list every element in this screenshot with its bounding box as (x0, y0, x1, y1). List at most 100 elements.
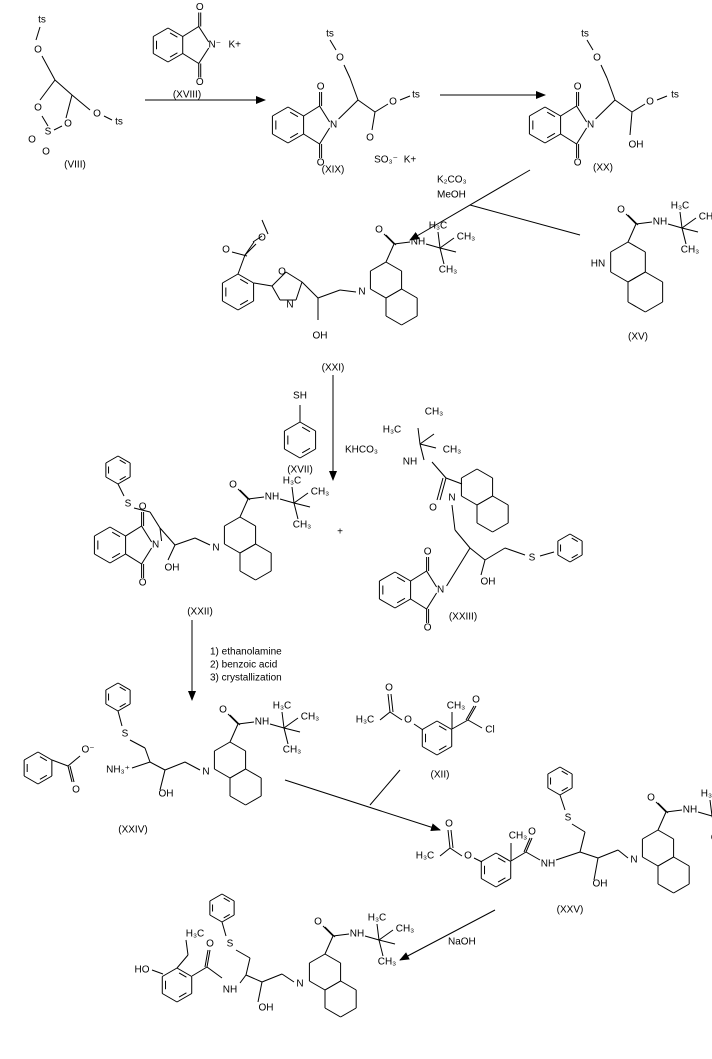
atom-label: CH₃ (378, 957, 397, 968)
bond (399, 95, 411, 101)
bond (299, 448, 316, 459)
bond (504, 547, 526, 556)
atom-label: O (219, 705, 227, 716)
compound-XVIII: OON⁻K+(XVIII) (145, 2, 266, 104)
bond (422, 746, 438, 756)
atom-label: CH₃ (301, 712, 320, 723)
atom-label: O (93, 109, 101, 120)
bond (627, 214, 639, 226)
atom-label: O (528, 827, 536, 838)
atom-label: O (336, 53, 344, 64)
bond (697, 811, 712, 817)
bond (125, 525, 142, 537)
atom-label: O (464, 851, 472, 862)
bond (324, 926, 336, 938)
bond (439, 237, 455, 249)
bond (198, 47, 210, 64)
bond (299, 421, 316, 432)
compound-label: (XIX) (322, 165, 345, 176)
atom-label: N (587, 120, 594, 131)
bond (285, 271, 303, 283)
bond (293, 502, 299, 520)
compound-label: (XXV) (557, 905, 584, 916)
compound-label: (VIII) (64, 160, 86, 171)
bond (467, 719, 483, 729)
atom-label: CH₃ (283, 745, 302, 756)
compound-label: (XXII) (187, 607, 213, 618)
bond (209, 893, 223, 902)
bond (419, 443, 437, 449)
bond (239, 498, 249, 518)
bond (309, 953, 326, 964)
bond (610, 271, 629, 283)
bond (544, 133, 561, 144)
bond (595, 99, 616, 120)
atom-label: H₃C (368, 913, 387, 924)
atom-label: O (574, 158, 582, 169)
reagent-label: MeOH (437, 190, 466, 201)
bond (204, 949, 209, 968)
bond (283, 727, 289, 745)
bond (665, 809, 683, 813)
bond (322, 925, 334, 937)
bond (425, 243, 441, 249)
bond (586, 39, 594, 51)
bond (431, 461, 447, 479)
bond (561, 770, 569, 775)
bond (159, 527, 176, 546)
bond (480, 559, 486, 576)
atom-label: S (125, 499, 132, 510)
bond (214, 768, 231, 779)
bond (579, 851, 599, 859)
atom-label: CH₃ (396, 924, 415, 935)
atom-label: CH₃ (457, 232, 476, 243)
bond (117, 483, 125, 497)
bond (221, 893, 235, 902)
bond (164, 761, 186, 771)
compound-XVII: SH(XVII)KHCO₃ (283, 375, 378, 481)
bond (510, 851, 527, 862)
bond (237, 273, 254, 284)
atom-label: CH₃ (311, 487, 330, 498)
bond (162, 967, 178, 977)
bond (269, 723, 285, 729)
bond (239, 974, 247, 984)
bond (396, 597, 406, 604)
bond (539, 551, 555, 557)
bond (324, 980, 341, 991)
bond (387, 693, 391, 713)
bond (547, 766, 561, 775)
compound-label: (XXIV) (118, 825, 147, 836)
atom-label: N (330, 120, 337, 131)
bond (673, 856, 690, 867)
bond (176, 954, 189, 969)
bond (129, 739, 146, 749)
bond (239, 543, 256, 554)
atom-label: O (647, 793, 655, 804)
bond (390, 693, 394, 713)
bond (446, 547, 471, 587)
compound-label: (XXI) (322, 363, 345, 374)
atom-label: H₃C (273, 701, 292, 712)
bond (364, 935, 380, 941)
bond (257, 981, 263, 1003)
atom-label: O (424, 547, 432, 558)
bond (655, 801, 667, 813)
atom-label: HO (135, 965, 150, 976)
bond (176, 967, 192, 977)
bond (438, 725, 447, 731)
bond (617, 849, 629, 859)
bond (476, 495, 493, 506)
atom-label: O (222, 245, 230, 256)
bond (454, 529, 471, 549)
bond (255, 570, 272, 581)
bond (271, 285, 281, 301)
bond (579, 831, 586, 853)
bond (627, 271, 646, 283)
bond (67, 765, 73, 783)
bond (178, 992, 187, 998)
atom-label: S (45, 127, 52, 138)
